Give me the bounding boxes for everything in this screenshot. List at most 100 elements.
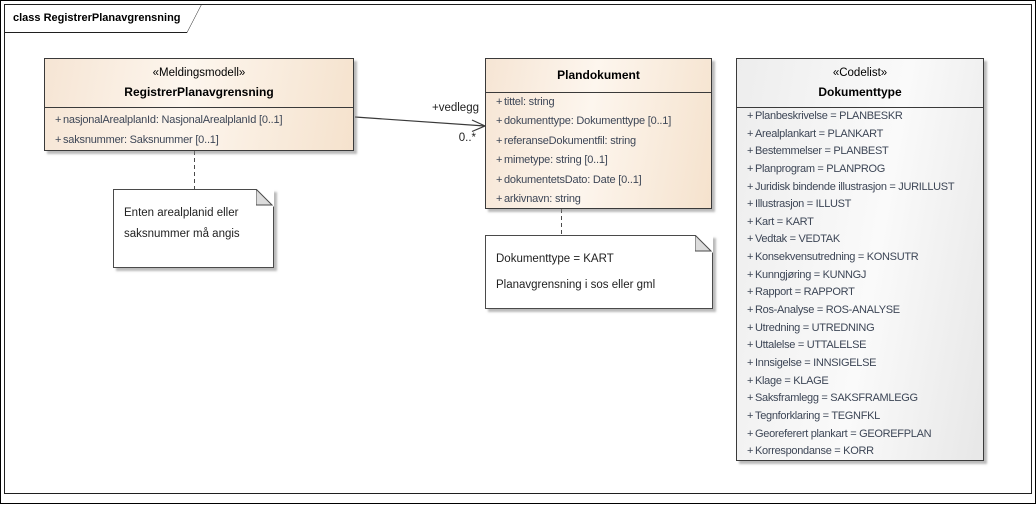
class-header: «Codelist» Dokumenttype <box>737 59 983 108</box>
codelist-value-row: + Innsigelse = INNSIGELSE <box>737 355 983 373</box>
visibility-symbol: + <box>747 180 754 193</box>
codelist-value-row: + Planbeskrivelse = PLANBESKR <box>737 108 983 126</box>
attribute-row: + dokumentetsDato: Date [0..1] <box>486 171 711 190</box>
codelist-value-row: + Illustrasjon = ILLUST <box>737 196 983 214</box>
diagram-frame <box>4 4 1032 494</box>
codelist-value-row: + Klage = KLAGE <box>737 373 983 391</box>
diagram-title-tab-fill <box>5 5 201 32</box>
codelist-value-text: Arealplankart = PLANKART <box>755 127 884 140</box>
codelist-value-row: + Planprogram = PLANPROG <box>737 161 983 179</box>
attribute-row: + arkivnavn: string <box>486 190 711 208</box>
attribute-text: dokumenttype: Dokumenttype [0..1] <box>504 115 672 128</box>
codelist-value-row: + Ros-Analyse = ROS-ANALYSE <box>737 302 983 320</box>
visibility-symbol: + <box>747 110 754 122</box>
diagram-title: class RegistrerPlanavgrensning <box>13 12 181 24</box>
codelist-value-text: Bestemmelser = PLANBEST <box>755 145 889 158</box>
visibility-symbol: + <box>747 392 754 405</box>
attribute-text: dokumentetsDato: Date [0..1] <box>504 173 642 186</box>
codelist-value-text: Innsigelse = INNSIGELSE <box>755 356 877 369</box>
visibility-symbol: + <box>747 215 754 228</box>
visibility-symbol: + <box>747 198 754 211</box>
codelist-value-row: + Kunngjøring = KUNNGJ <box>737 267 983 285</box>
codelist-value-row: + Korrespondanse = KORR <box>737 443 983 460</box>
codelist-value-text: Vedtak = VEDTAK <box>755 233 840 246</box>
class-registrerplanavgrensning: «Meldingsmodell» RegistrerPlanavgrensnin… <box>44 58 354 151</box>
codelist-value-text: Kart = KART <box>755 215 814 228</box>
visibility-symbol: + <box>747 374 754 387</box>
visibility-symbol: + <box>747 356 754 369</box>
visibility-symbol: + <box>747 339 754 352</box>
visibility-symbol: + <box>747 286 754 299</box>
visibility-symbol: + <box>496 173 503 186</box>
note-text-line: saksnummer må angis <box>124 228 240 240</box>
attribute-text: nasjonalArealplanId: NasjonalArealplanId… <box>63 114 283 126</box>
visibility-symbol: + <box>747 304 754 317</box>
class-name: Plandokument <box>557 68 640 82</box>
codelist-value-text: Kunngjøring = KUNNGJ <box>755 268 867 281</box>
class-header: Plandokument <box>486 59 711 93</box>
attribute-row: + mimetype: string [0..1] <box>486 151 711 170</box>
codelist-value-text: Juridisk bindende illustrasjon = JURILLU… <box>755 180 955 193</box>
codelist-value-text: Klage = KLAGE <box>755 374 829 387</box>
visibility-symbol: + <box>747 427 754 440</box>
association-multiplicity: 0..* <box>458 132 476 144</box>
note-text-line: Enten arealplanid eller <box>124 207 239 219</box>
codelist-value-list: + Planbeskrivelse = PLANBESKR + Arealpla… <box>737 108 983 460</box>
codelist-value-text: Utredning = UTREDNING <box>755 321 875 334</box>
attribute-row: + tittel: string <box>486 93 711 112</box>
codelist-value-text: Georeferert plankart = GEOREFPLAN <box>755 427 932 440</box>
note-dokumenttype-kart: Dokumenttype = KART Planavgrensning i so… <box>485 235 713 309</box>
visibility-symbol: + <box>496 134 503 147</box>
class-name: Dokumenttype <box>818 85 902 99</box>
visibility-symbol: + <box>496 192 503 205</box>
note-arealplanid-saksnummer: Enten arealplanid eller saksnummer må an… <box>113 189 274 268</box>
association-role-label: +vedlegg <box>432 102 479 114</box>
visibility-symbol: + <box>747 409 754 422</box>
class-header: «Meldingsmodell» RegistrerPlanavgrensnin… <box>45 59 353 108</box>
visibility-symbol: + <box>55 134 62 146</box>
codelist-value-text: Konsekvensutredning = KONSUTR <box>755 251 919 264</box>
visibility-symbol: + <box>747 321 754 334</box>
attribute-text: referanseDokumentfil: string <box>504 134 636 147</box>
stereotype-label: «Meldingsmodell» <box>152 67 246 79</box>
attribute-row: + nasjonalArealplanId: NasjonalArealplan… <box>45 110 353 130</box>
class-plandokument: Plandokument + tittel: string + dokument… <box>485 58 712 209</box>
codelist-value-text: Rapport = RAPPORT <box>755 286 855 299</box>
attribute-row: + referanseDokumentfil: string <box>486 132 711 151</box>
codelist-value-row: + Juridisk bindende illustrasjon = JURIL… <box>737 179 983 197</box>
codelist-value-row: + Bestemmelser = PLANBEST <box>737 143 983 161</box>
visibility-symbol: + <box>747 127 754 140</box>
codelist-value-row: + Arealplankart = PLANKART <box>737 126 983 144</box>
codelist-value-text: Planbeskrivelse = PLANBESKR <box>755 110 903 122</box>
visibility-symbol: + <box>747 445 754 458</box>
codelist-value-row: + Rapport = RAPPORT <box>737 284 983 302</box>
codelist-value-row: + Konsekvensutredning = KONSUTR <box>737 249 983 267</box>
class-dokumenttype: «Codelist» Dokumenttype + Planbeskrivels… <box>736 58 984 461</box>
visibility-symbol: + <box>747 145 754 158</box>
visibility-symbol: + <box>496 154 503 167</box>
visibility-symbol: + <box>747 233 754 246</box>
attribute-row: + dokumenttype: Dokumenttype [0..1] <box>486 112 711 131</box>
codelist-value-text: Illustrasjon = ILLUST <box>755 198 852 211</box>
note-text-line: Planavgrensning i sos eller gml <box>496 279 656 291</box>
visibility-symbol: + <box>496 115 503 128</box>
codelist-value-row: + Vedtak = VEDTAK <box>737 231 983 249</box>
attribute-text: mimetype: string [0..1] <box>504 154 608 167</box>
attribute-text: saksnummer: Saksnummer [0..1] <box>63 134 219 146</box>
visibility-symbol: + <box>747 251 754 264</box>
attribute-text: tittel: string <box>504 96 555 108</box>
visibility-symbol: + <box>496 96 503 108</box>
codelist-value-text: Korrespondanse = KORR <box>755 445 874 458</box>
stereotype-label: «Codelist» <box>832 67 888 79</box>
note-text-line: Dokumenttype = KART <box>496 253 614 265</box>
codelist-value-row: + Uttalelse = UTTALELSE <box>737 337 983 355</box>
visibility-symbol: + <box>747 162 754 175</box>
codelist-value-text: Ros-Analyse = ROS-ANALYSE <box>755 304 900 317</box>
attribute-row: + saksnummer: Saksnummer [0..1] <box>45 130 353 150</box>
attribute-text: arkivnavn: string <box>504 192 581 205</box>
codelist-value-row: + Kart = KART <box>737 214 983 232</box>
visibility-symbol: + <box>747 268 754 281</box>
attribute-list: + tittel: string + dokumenttype: Dokumen… <box>486 93 711 208</box>
codelist-value-row: + Utredning = UTREDNING <box>737 320 983 338</box>
